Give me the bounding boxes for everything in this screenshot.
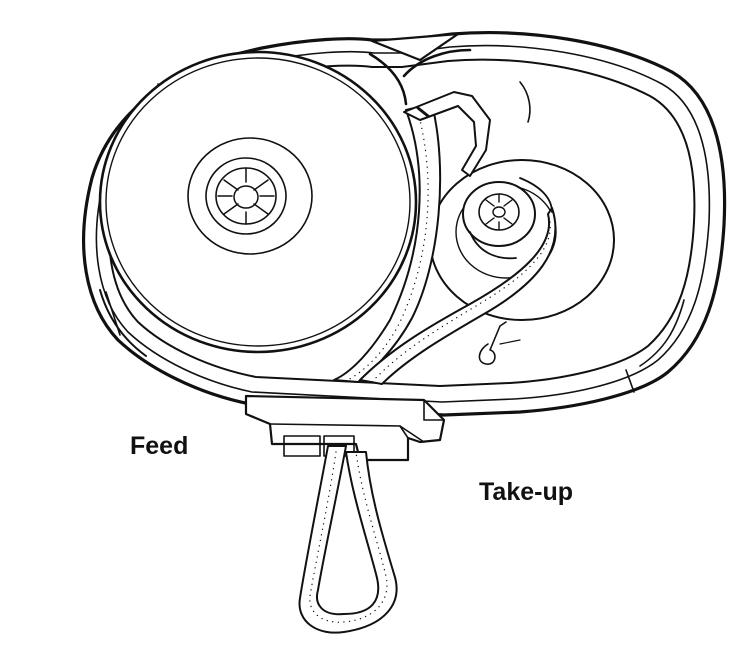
film-path bbox=[333, 91, 557, 385]
take-up-label: Take-up bbox=[479, 478, 573, 506]
feed-reel bbox=[98, 50, 418, 354]
take-up-reel-hub bbox=[485, 193, 513, 231]
take-up-reel bbox=[429, 159, 615, 365]
film-loop bbox=[298, 445, 398, 634]
feed-label: Feed bbox=[130, 432, 188, 460]
feed-reel-hub bbox=[217, 167, 275, 225]
film-exit-gate bbox=[244, 394, 446, 462]
